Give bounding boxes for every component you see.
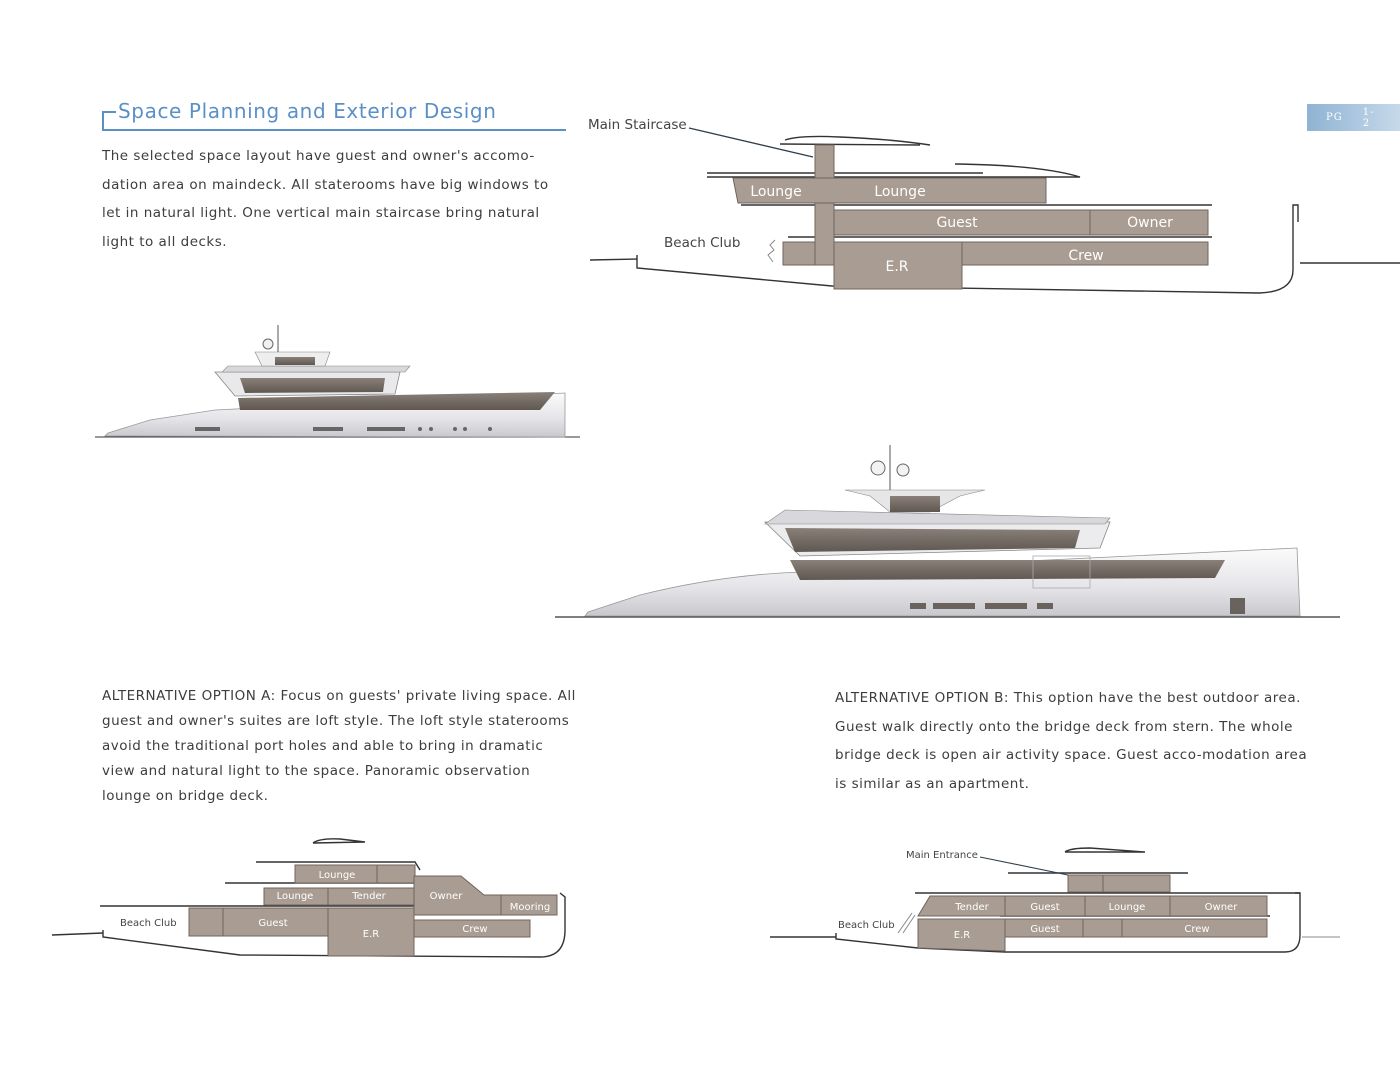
room-b-owner	[1169, 895, 1268, 917]
label-guest: Guest	[936, 215, 978, 231]
option-a-plan: Beach Club Lounge Lounge Tender Owner Mo…	[51, 838, 566, 958]
callout-main-entrance: Main Entrance	[906, 850, 978, 861]
label-b-guest-lower: Guest	[1030, 924, 1059, 935]
intro-paragraph: The selected space layout have guest and…	[102, 148, 549, 250]
main-deck-plan: Main Staircase Beach Club Lounge Lounge …	[588, 117, 1400, 294]
callout-beach-club: Beach Club	[664, 235, 740, 251]
room-a-mooring	[500, 894, 558, 916]
label-a-lounge: Lounge	[277, 891, 314, 902]
page-badge-prefix: PG	[1326, 112, 1343, 123]
label-b-er: E.R	[954, 930, 970, 941]
label-b-crew: Crew	[1184, 924, 1209, 935]
label-b-owner: Owner	[1205, 902, 1239, 913]
page-title: Space Planning and Exterior Design	[118, 99, 497, 123]
page-badge-number: 1-2	[1362, 106, 1375, 129]
label-b-guest-upper: Guest	[1030, 902, 1059, 913]
yacht-render-small	[95, 325, 580, 438]
room-a-crew	[413, 919, 531, 938]
room-a-lounge-top	[294, 864, 416, 884]
label-b-lounge: Lounge	[1109, 902, 1146, 913]
title-bracket	[102, 111, 116, 131]
callout-main-staircase: Main Staircase	[588, 117, 687, 133]
label-b-beach-club: Beach Club	[838, 920, 895, 931]
label-owner: Owner	[1127, 215, 1173, 231]
room-owner	[1089, 209, 1209, 236]
label-a-guest: Guest	[258, 918, 287, 929]
room-b-er	[917, 918, 1006, 952]
label-a-owner: Owner	[430, 891, 464, 902]
room-er	[833, 241, 963, 290]
option-b-paragraph: ALTERNATIVE OPTION B: This option have t…	[835, 690, 1308, 792]
option-b-plan: Main Entrance Beach Club Tender Guest Lo…	[770, 847, 1340, 953]
label-er: E.R	[885, 259, 908, 275]
yacht-render-large	[555, 445, 1340, 618]
room-a-er	[327, 907, 415, 957]
label-lounge-aft: Lounge	[750, 184, 801, 200]
label-a-crew: Crew	[462, 924, 487, 935]
label-a-er: E.R	[363, 929, 379, 940]
option-a-paragraph: ALTERNATIVE OPTION A: Focus on guests' p…	[102, 688, 576, 804]
room-lounge	[732, 177, 1047, 204]
label-crew: Crew	[1068, 248, 1103, 264]
label-a-lounge-top: Lounge	[319, 870, 356, 881]
label-lounge-fwd: Lounge	[874, 184, 925, 200]
page-number-badge: PG 1-2	[1307, 104, 1400, 131]
label-b-tender: Tender	[954, 902, 989, 913]
room-a-guest	[188, 907, 329, 937]
label-a-beach-club: Beach Club	[120, 918, 177, 929]
label-a-tender: Tender	[351, 891, 386, 902]
title-underline	[102, 129, 566, 131]
room-b-crew	[1121, 918, 1268, 938]
label-a-mooring: Mooring	[510, 902, 550, 913]
